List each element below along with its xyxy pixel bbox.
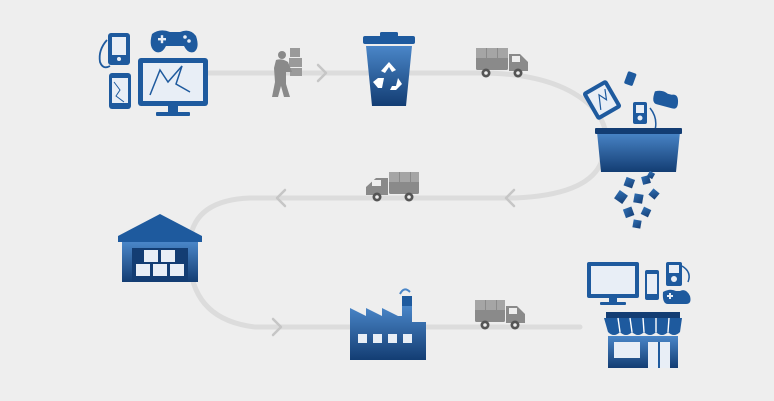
old-electronics-group — [98, 30, 208, 116]
earphone-cable-icon — [98, 39, 111, 69]
arrow-left-1 — [504, 188, 516, 208]
person-carrying-boxes-icon — [272, 48, 302, 97]
truck-icon-2 — [366, 172, 419, 202]
new-electronics-group — [587, 262, 691, 305]
debris-pieces-icon — [614, 170, 660, 229]
falling-tablet-icon — [582, 80, 622, 120]
arrow-right-2 — [271, 317, 283, 337]
recycle-symbol-icon — [373, 62, 402, 90]
recycle-bin-icon — [363, 32, 415, 106]
game-controller-icon-new — [662, 289, 691, 304]
factory-icon — [350, 288, 426, 360]
truck-icon-1 — [476, 48, 528, 78]
warehouse-boxes-icon — [136, 250, 184, 276]
arrow-left-2 — [275, 188, 287, 208]
shredder-basket-icon — [582, 71, 682, 229]
warehouse-icon — [118, 214, 202, 282]
tablet-icon — [108, 33, 130, 65]
arrow-right-1 — [316, 63, 328, 83]
truck-icon-3 — [475, 300, 525, 330]
store-icon — [604, 312, 682, 368]
mp3-player-icon — [666, 262, 690, 286]
cracked-phone-icon — [109, 73, 131, 109]
falling-player-icon — [633, 102, 647, 124]
falling-cable-icon — [649, 107, 657, 131]
flow-arrows — [271, 63, 516, 337]
falling-controller-icon — [653, 90, 679, 109]
game-controller-icon — [150, 30, 198, 53]
monitor-icon — [587, 262, 639, 305]
cracked-monitor-icon — [138, 58, 208, 116]
falling-card-icon — [624, 71, 637, 86]
flow-path — [187, 70, 609, 330]
smartphone-icon — [645, 270, 659, 300]
